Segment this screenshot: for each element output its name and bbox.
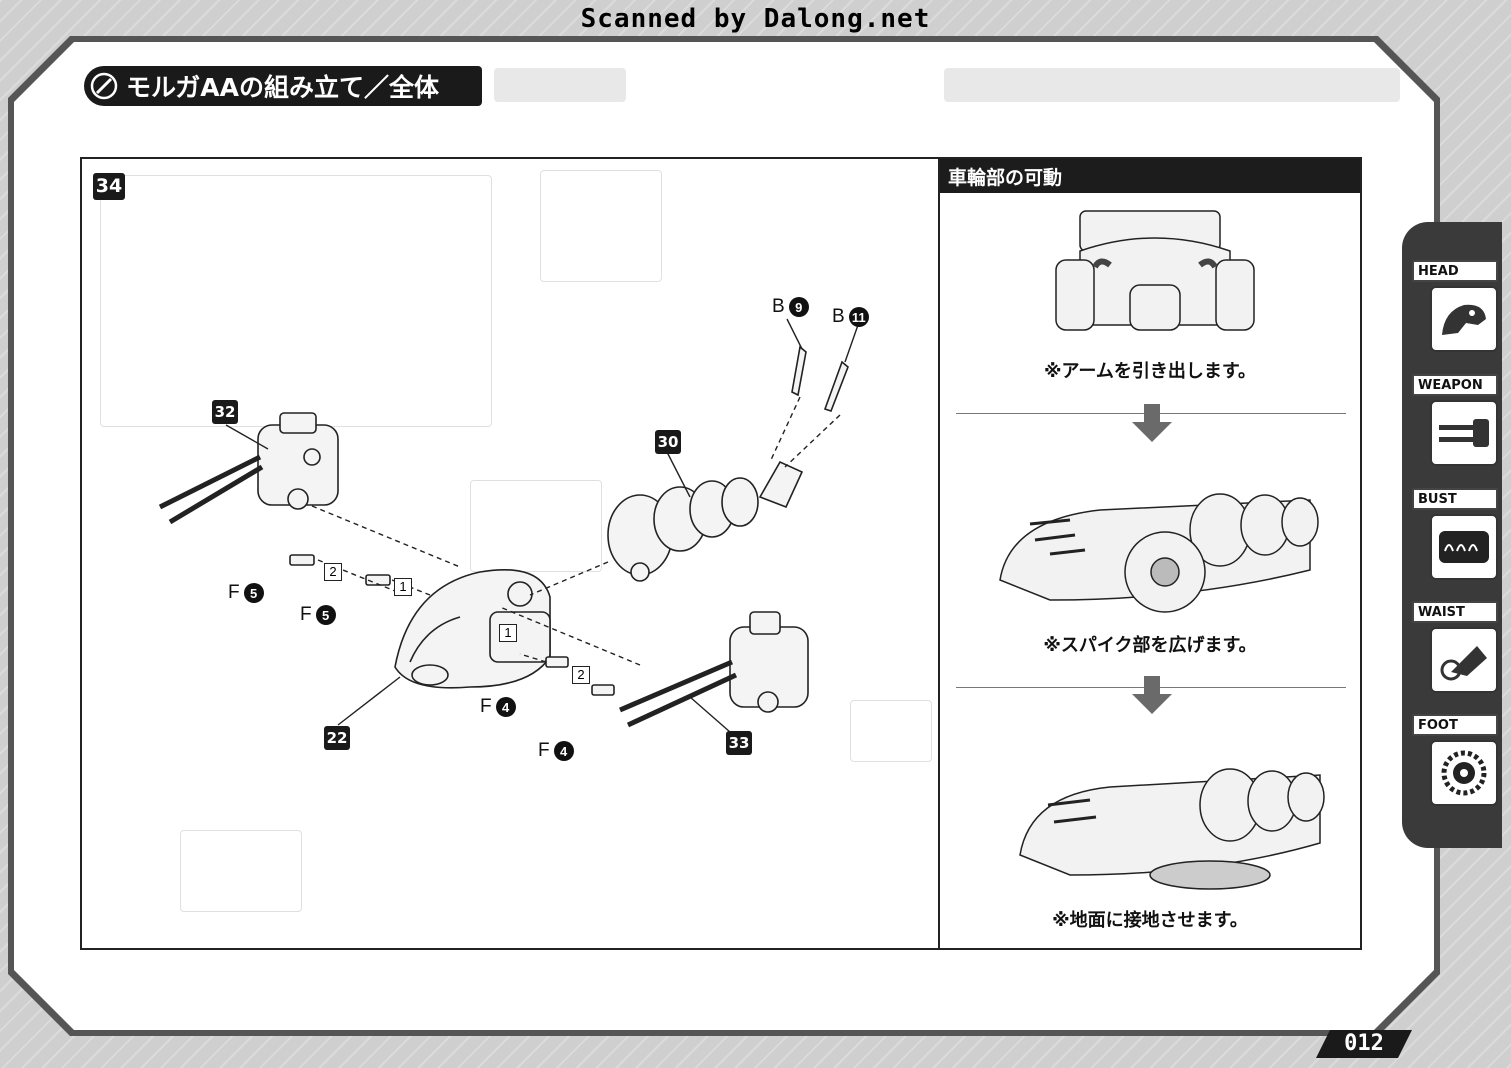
scan-credit: Scanned by Dalong.net — [580, 4, 931, 34]
faded-header-bleed — [494, 68, 626, 102]
tab-head[interactable]: HEAD — [1404, 256, 1502, 360]
sprue-letter: B — [772, 296, 785, 317]
part-callout-f4-a: F 4 — [480, 696, 516, 718]
part-callout-f4-b: F 4 — [538, 740, 574, 762]
part-number: 9 — [788, 297, 809, 317]
tab-waist-label: WAIST — [1412, 601, 1498, 623]
spike-spread-illustration — [999, 493, 1319, 613]
down-arrow-icon — [1132, 676, 1172, 714]
down-arrow-icon — [1132, 404, 1172, 442]
tab-waist[interactable]: WAIST — [1404, 597, 1502, 701]
dinosaur-head-icon — [1430, 286, 1498, 352]
sprue-letter: F — [228, 582, 240, 603]
sprue-letter: F — [300, 604, 312, 625]
foot-gear-icon — [1430, 740, 1498, 806]
sub-assembly-label-30: 30 — [655, 430, 681, 454]
sub-assembly-label-32: 32 — [212, 400, 238, 424]
assembly-illustration — [158, 318, 859, 733]
part-number: 4 — [495, 697, 516, 717]
sub-assembly-label-22: 22 — [324, 726, 350, 750]
assembly-order-marker: 2 — [572, 666, 590, 684]
waist-gear-icon — [1430, 627, 1498, 693]
arm-pull-out-illustration — [1055, 210, 1255, 331]
step-number-badge: 34 — [93, 173, 125, 200]
faded-header-bleed-right — [944, 68, 1400, 102]
sprue-letter: F — [538, 740, 550, 761]
twin-cannon-33 — [619, 611, 809, 728]
tab-weapon[interactable]: WEAPON — [1404, 370, 1502, 474]
sprue-letter: B — [832, 306, 845, 327]
part-number: 4 — [553, 741, 574, 761]
cannon-weapon-icon — [1430, 400, 1498, 466]
caption-pull-out-arm: ※アームを引き出します。 — [1043, 361, 1257, 382]
tab-bust[interactable]: BUST — [1404, 484, 1502, 588]
page-number: 012 — [1316, 1030, 1412, 1058]
part-callout-f5-b: F 5 — [300, 604, 336, 626]
part-callout-b11: B 11 — [832, 306, 869, 328]
bleed-through-shadow — [540, 170, 662, 282]
tab-head-label: HEAD — [1412, 260, 1498, 282]
ground-contact-illustration — [1019, 768, 1325, 890]
part-number: 5 — [315, 605, 336, 625]
bust-armor-icon — [1430, 514, 1498, 580]
tab-foot-label: FOOT — [1412, 714, 1498, 736]
assembly-order-marker: 1 — [394, 578, 412, 596]
part-number: 11 — [848, 307, 869, 327]
caption-spread-spike: ※スパイク部を広げます。 — [1043, 635, 1257, 656]
compass-icon — [90, 72, 118, 100]
tab-foot[interactable]: FOOT — [1404, 710, 1502, 814]
wheel-movement-header: 車輪部の可動 — [940, 159, 1360, 193]
sub-assembly-label-33: 33 — [726, 731, 752, 755]
bleed-through-shadow — [470, 480, 602, 572]
segmented-tail-30 — [607, 460, 804, 582]
twin-cannon-32 — [158, 412, 339, 525]
bleed-through-shadow — [850, 700, 932, 762]
tab-bust-label: BUST — [1412, 488, 1498, 510]
part-callout-b9: B 9 — [772, 296, 809, 318]
part-callout-f5-a: F 5 — [228, 582, 264, 604]
assembly-order-marker: 1 — [499, 624, 517, 642]
part-number: 5 — [243, 583, 264, 603]
panel-divider — [938, 157, 940, 950]
assembly-order-marker: 2 — [324, 563, 342, 581]
section-title-bar: モルガAAの組み立て／全体 — [84, 66, 482, 106]
sprue-letter: F — [480, 696, 492, 717]
bleed-through-shadow — [180, 830, 302, 912]
tab-weapon-label: WEAPON — [1412, 374, 1498, 396]
body-head-22 — [394, 569, 551, 689]
page-title: モルガAAの組み立て／全体 — [126, 73, 439, 102]
caption-ground-contact: ※地面に接地させます。 — [1052, 910, 1248, 931]
